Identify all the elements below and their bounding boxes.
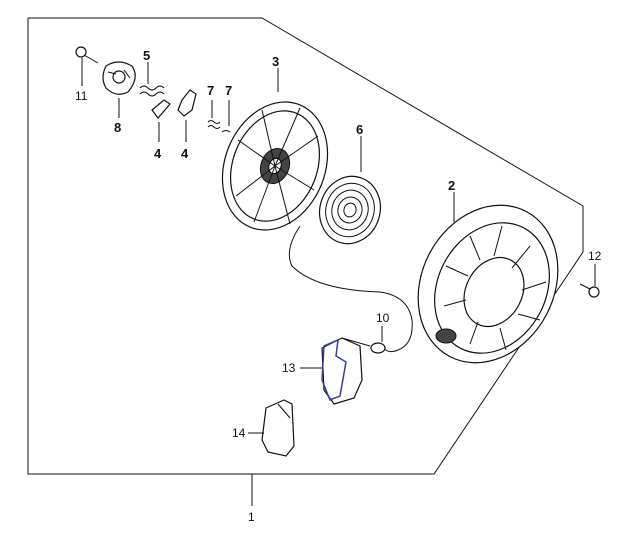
callout-4-right: 4 (181, 146, 189, 161)
part-3-reel (221, 68, 329, 231)
callout-12: 12 (588, 249, 602, 263)
part-8-ratchet-cam (102, 61, 136, 118)
callout-14: 14 (232, 426, 246, 440)
callout-1: 1 (248, 510, 255, 524)
part-13-handle-insert (300, 337, 371, 405)
part-11-bolt (75, 46, 99, 86)
part-4-pawl-right (177, 89, 197, 142)
callout-6: 6 (356, 122, 363, 137)
starter-rope (288, 225, 413, 353)
callout-4-left: 4 (154, 146, 162, 161)
part-10-rope-guide (370, 326, 386, 354)
part-5-spring (139, 62, 165, 97)
callout-2: 2 (448, 178, 455, 193)
callout-13: 13 (282, 361, 296, 375)
callout-7-left: 7 (207, 83, 214, 98)
callout-8: 8 (114, 120, 121, 135)
assembly-boundary (27, 17, 584, 475)
part-4-pawl-left (151, 99, 171, 142)
part-14-handle-grip (248, 399, 295, 457)
part-2-starter-case (417, 192, 559, 364)
part-12-bolt (579, 264, 600, 298)
callout-5: 5 (143, 48, 150, 63)
callout-7-right: 7 (225, 83, 232, 98)
part-7-springs (207, 100, 231, 133)
callout-11: 11 (75, 89, 88, 103)
part-6-recoil-spring (318, 136, 382, 245)
callout-3: 3 (272, 54, 279, 69)
callout-10: 10 (376, 311, 390, 325)
